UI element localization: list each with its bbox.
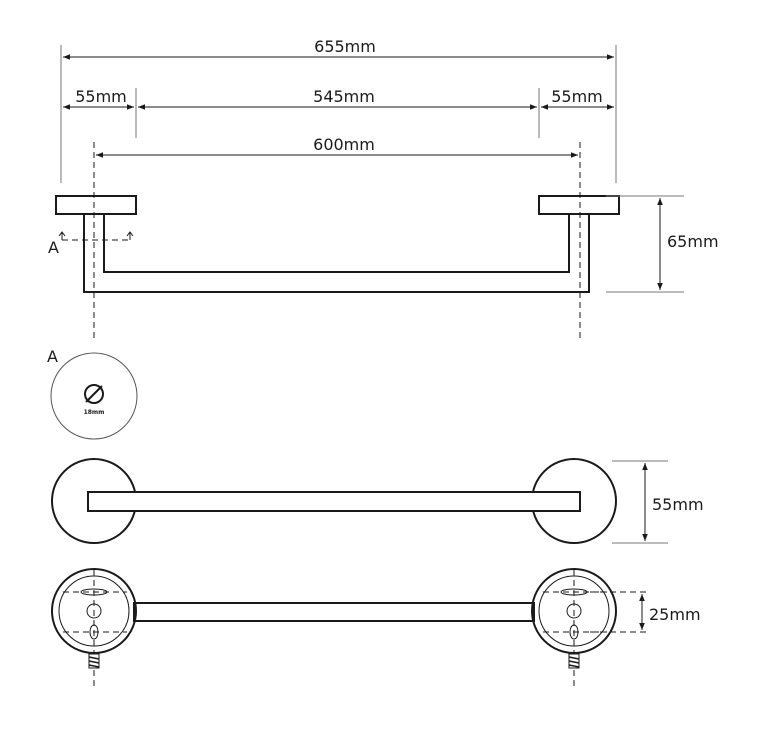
section-title: A: [47, 347, 58, 366]
right-flange: [538, 195, 620, 215]
bottom-left-flange: [51, 568, 137, 690]
dim-label-fixing-spacing: 25mm: [649, 605, 701, 624]
dim-label-left-margin: 55mm: [75, 87, 127, 106]
screw-icon: [88, 653, 100, 669]
dim-label-right-margin: 55mm: [551, 87, 603, 106]
bottom-right-flange: [531, 568, 617, 690]
towel-bar-bottom: [133, 602, 535, 622]
dim-label-overall: 655mm: [314, 37, 376, 56]
bottom-view: 25mm: [51, 568, 701, 690]
top-dimensions: 655mm 55mm 545mm 55mm 600mm: [60, 37, 617, 183]
section-flange-circle: [50, 352, 138, 440]
diameter-symbol-icon: [84, 384, 104, 404]
dim-label-flange-diameter: 55mm: [652, 495, 704, 514]
side-view: A 65mm: [48, 142, 719, 342]
dim-label-centers: 600mm: [313, 135, 375, 154]
dim-label-between-posts: 545mm: [313, 87, 375, 106]
left-flange: [55, 195, 137, 215]
screw-icon: [568, 653, 580, 669]
section-tube-diameter: 18mm: [84, 409, 105, 416]
top-view: 55mm: [51, 458, 704, 544]
section-marker: A: [48, 238, 59, 257]
section-a-detail: A 18mm: [47, 347, 138, 440]
towel-bar-top: [87, 491, 581, 512]
towel-bar-side: [83, 214, 590, 293]
dim-label-height: 65mm: [667, 232, 719, 251]
